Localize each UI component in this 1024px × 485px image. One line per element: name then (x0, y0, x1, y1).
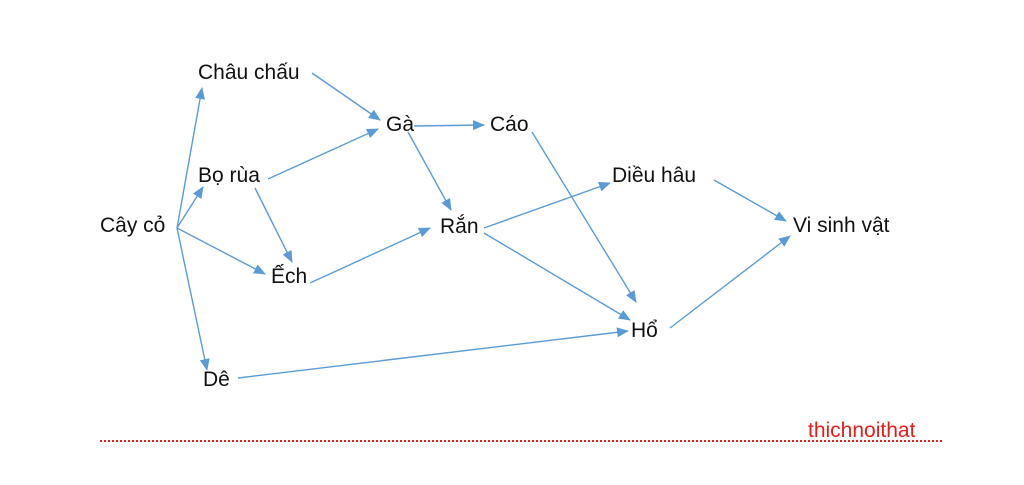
arrow-ga-to-ran (407, 131, 452, 211)
arrow-cao-to-ho (531, 131, 637, 303)
arrow-ga-to-cao (413, 120, 485, 131)
arrow-cay-co-to-de (176, 227, 210, 371)
arrow-ran-to-dieu-hau (483, 181, 611, 229)
node-ran: Rắn (440, 215, 479, 238)
arrow-bo-rua-to-ga (267, 128, 379, 180)
arrow-cay-co-to-bo-rua (176, 186, 204, 229)
node-cay-co: Cây cỏ (100, 214, 166, 237)
node-ech: Ếch (271, 265, 308, 288)
arrow-bo-rua-to-ech (254, 187, 293, 263)
node-bo-rua: Bọ rùa (198, 164, 260, 187)
arrow-ran-to-ho (483, 232, 631, 321)
arrow-de-to-ho (237, 327, 629, 379)
arrow-ech-to-ran (309, 227, 431, 284)
node-ho: Hổ (631, 319, 658, 342)
arrow-cay-co-to-ech (176, 227, 266, 275)
node-cao: Cáo (490, 113, 529, 136)
watermark-text: thichnoithat (808, 419, 916, 442)
node-ga: Gà (386, 113, 415, 136)
arrow-dieu-hau-to-vi-sinh-vat (713, 179, 787, 222)
node-chau-chau: Châu chấu (198, 61, 300, 84)
node-vi-sinh-vat: Vi sinh vật (793, 214, 890, 237)
dotted-divider (100, 440, 942, 442)
node-de: Dê (203, 368, 230, 391)
arrow-ho-to-vi-sinh-vat (669, 235, 791, 329)
arrow-chau-chau-to-ga (311, 72, 381, 121)
arrow-cay-co-to-chau-chau (176, 87, 205, 229)
node-dieu-hau: Diều hâu (612, 164, 697, 187)
